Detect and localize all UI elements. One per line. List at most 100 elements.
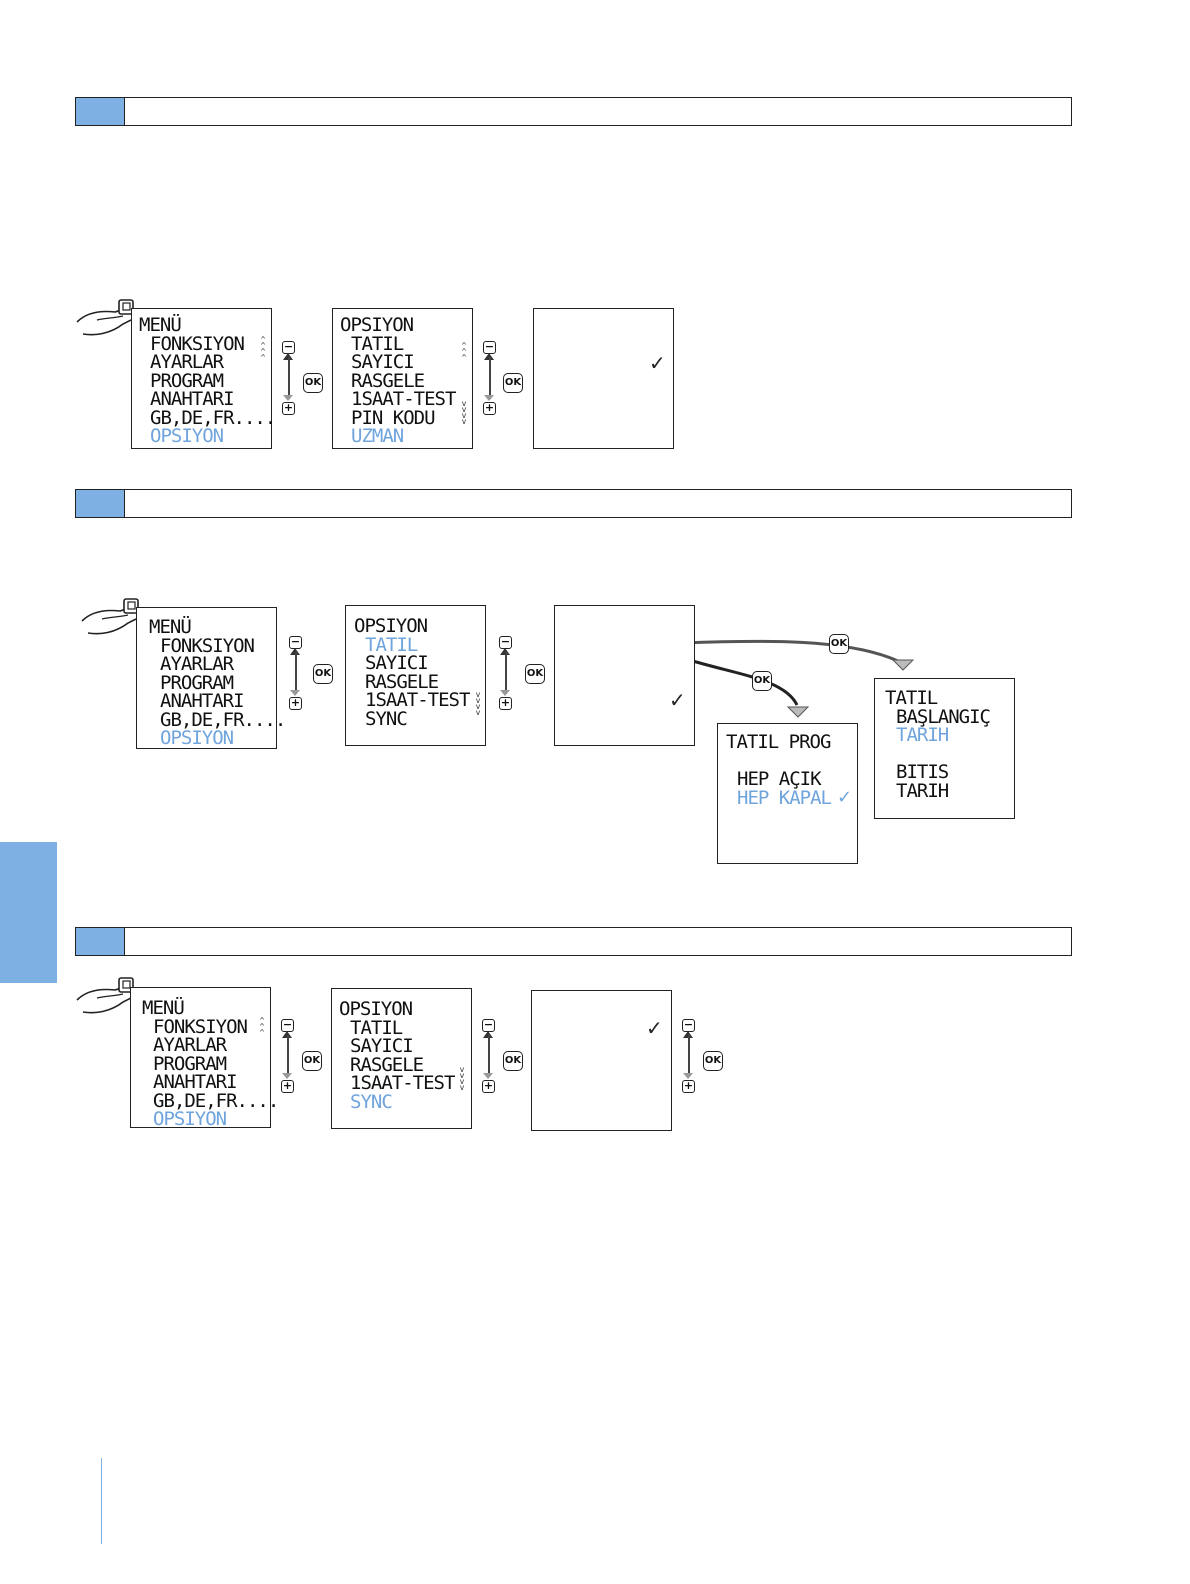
arrow-up-icon <box>290 648 300 655</box>
screen-line: OPSIYON <box>354 615 428 637</box>
s1-result-screen: ✓ <box>533 308 674 449</box>
screen-line: TATIL <box>885 687 938 709</box>
scroll-up-indicator-icon: ^^^^ <box>260 335 266 362</box>
plus-button-icon[interactable]: + <box>483 401 496 415</box>
arrow-down-icon <box>290 690 300 696</box>
scroll-up-indicator-icon: ^^^ <box>461 341 467 362</box>
arrow-down-icon <box>484 395 494 401</box>
checkmark-icon: ✓ <box>837 787 853 808</box>
screen-line: OPSIYON <box>340 314 414 336</box>
arrow-up-icon <box>483 1031 493 1038</box>
screen-line-selected: UZMAN <box>351 425 404 447</box>
scroll-up-indicator-icon: ^^^ <box>259 1016 265 1037</box>
screen-line: 1SAAT-TEST <box>365 689 470 711</box>
s3-nav-control-3: − + <box>679 1019 701 1099</box>
screen-line-selected: OPSIYON <box>160 727 234 749</box>
s2-nav-control-1: − + <box>286 636 308 716</box>
s2-nav-control-2: − + <box>496 636 518 716</box>
ok-button-icon[interactable]: OK <box>525 664 545 684</box>
screen-line: RASGELE <box>351 369 425 392</box>
s3-result-screen: ✓ <box>531 990 672 1131</box>
ok-button-icon[interactable]: OK <box>302 1051 322 1071</box>
screen-line: FONKSIYON <box>153 1015 248 1038</box>
section-1-header-bar <box>75 97 1072 126</box>
plus-button-icon[interactable]: + <box>499 696 512 710</box>
screen-line: TARIH <box>896 779 949 802</box>
ok-button-icon[interactable]: OK <box>703 1051 723 1071</box>
s3-nav-control-2: − + <box>479 1019 501 1099</box>
screen-line: PROGRAM <box>160 671 234 694</box>
screen-line: GB,DE,FR.... <box>160 708 286 731</box>
screen-line: AYARLAR <box>150 351 224 373</box>
ok-button-icon[interactable]: OK <box>829 634 849 654</box>
s3-nav-control-1: − + <box>278 1019 300 1099</box>
screen-line: OPSIYON <box>339 998 413 1020</box>
screen-line: SAYICI <box>365 652 429 674</box>
arrow-down-icon <box>683 1073 693 1079</box>
plus-button-icon[interactable]: + <box>682 1079 695 1093</box>
section-1-tab <box>76 98 125 125</box>
ok-button-icon[interactable]: OK <box>503 1051 523 1071</box>
screen-line: ANAHTARI <box>153 1071 238 1093</box>
screen-line: TATIL PROG <box>726 731 831 753</box>
screen-line: BITIS <box>896 761 949 783</box>
screen-line: 1SAAT-TEST <box>350 1072 455 1094</box>
s2-result-screen: ✓ <box>554 605 695 746</box>
checkmark-icon: ✓ <box>669 688 686 712</box>
section-2-header-bar <box>75 489 1072 518</box>
screen-line: AYARLAR <box>153 1034 227 1056</box>
screen-line: GB,DE,FR.... <box>150 406 276 429</box>
checkmark-icon: ✓ <box>646 1016 663 1040</box>
screen-line: HEP AÇIK <box>737 768 822 790</box>
section-2-tab <box>76 490 125 517</box>
hand-pressing-menu-button-icon <box>76 977 134 1014</box>
s1-options-screen: OPSIYON TATIL SAYICI RASGELE 1SAAT-TEST … <box>332 308 473 449</box>
screen-line: MENÜ <box>139 314 182 336</box>
plus-button-icon[interactable]: + <box>482 1079 495 1093</box>
screen-line: ANAHTARI <box>160 690 245 712</box>
s2-options-screen: OPSIYON TATIL SAYICI RASGELE 1SAAT-TEST … <box>345 605 486 746</box>
screen-line: ANAHTARI <box>150 388 235 410</box>
minus-button-icon[interactable]: − <box>682 1018 695 1032</box>
plus-button-icon[interactable]: + <box>281 1079 294 1093</box>
s3-menu-screen: MENÜ FONKSIYON AYARLAR PROGRAM ANAHTARI … <box>130 987 279 1128</box>
arrow-up-icon <box>500 648 510 655</box>
screen-line-selected: OPSIYON <box>150 425 224 447</box>
screen-line: PROGRAM <box>150 369 224 392</box>
screen-line: SYNC <box>365 707 408 730</box>
left-margin-rule <box>101 1458 103 1544</box>
ok-button-icon[interactable]: OK <box>303 373 323 393</box>
ok-button-icon[interactable]: OK <box>313 664 333 684</box>
hand-pressing-menu-button-icon <box>81 598 139 635</box>
screen-line-selected: SYNC <box>350 1090 393 1113</box>
screen-line: SAYICI <box>350 1035 414 1057</box>
hand-pressing-menu-button-icon <box>76 299 134 336</box>
arrow-up-icon <box>282 1031 292 1038</box>
s2-menu-screen: MENÜ FONKSIYON AYARLAR PROGRAM ANAHTARI … <box>136 607 286 749</box>
s1-nav-control-1: − + <box>279 341 301 421</box>
s1-menu-screen: MENÜ FONKSIYON AYARLAR PROGRAM ANAHTARI … <box>131 308 276 449</box>
minus-button-icon[interactable]: − <box>282 340 295 354</box>
plus-button-icon[interactable]: + <box>282 401 295 415</box>
arrow-up-icon <box>683 1031 693 1038</box>
minus-button-icon[interactable]: − <box>499 635 512 649</box>
screen-line: PROGRAM <box>153 1052 227 1075</box>
screen-line-selected: HEP KAPAL <box>737 786 832 809</box>
ok-button-icon[interactable]: OK <box>752 671 772 691</box>
s2-tatil-dates-screen: TATIL BAŞLANGIÇ TARIH BITIS TARIH <box>874 678 1015 819</box>
checkmark-icon: ✓ <box>649 351 666 375</box>
screen-line-selected: TARIH <box>896 724 949 746</box>
screen-line: GB,DE,FR.... <box>153 1089 279 1112</box>
arrow-down-icon <box>282 1073 292 1079</box>
section-3-header-bar <box>75 927 1072 956</box>
screen-line: FONKSIYON <box>150 332 245 355</box>
side-chapter-tab <box>0 842 57 983</box>
arrow-up-icon <box>283 353 293 360</box>
screen-line: RASGELE <box>365 670 439 693</box>
screen-line: MENÜ <box>149 616 192 638</box>
ok-button-icon[interactable]: OK <box>503 373 523 393</box>
plus-button-icon[interactable]: + <box>289 696 302 710</box>
screen-line: TATIL <box>350 1016 403 1039</box>
